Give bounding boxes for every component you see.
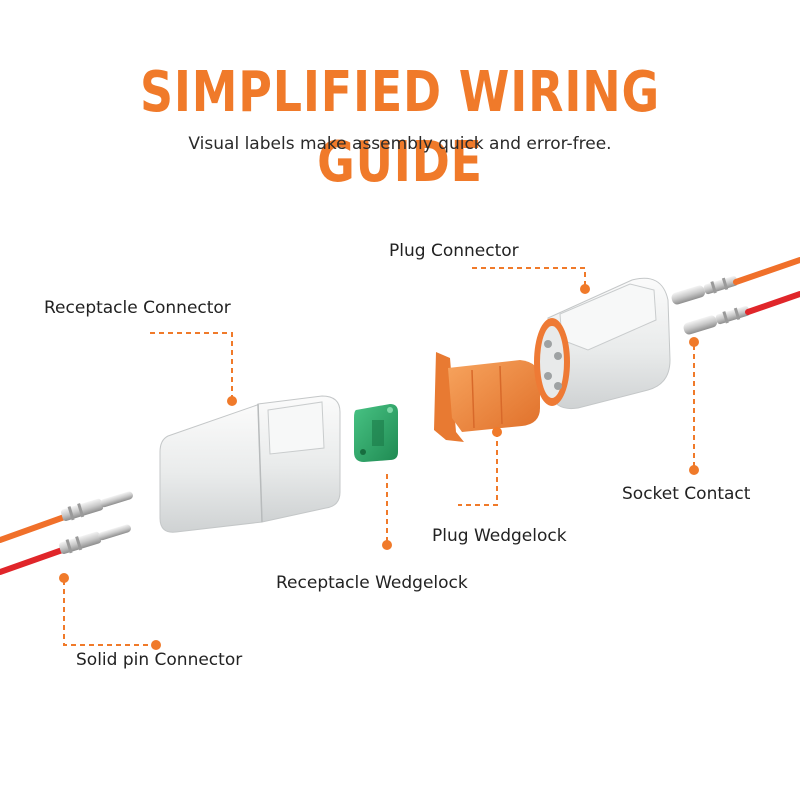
plug-wedgelock	[434, 352, 540, 442]
label-receptacle-connector: Receptacle Connector	[44, 298, 231, 318]
label-socket-contact: Socket Contact	[622, 484, 751, 504]
label-plug-wedgelock: Plug Wedgelock	[432, 526, 567, 546]
socket-contact-group	[671, 257, 800, 335]
page-title: SIMPLIFIED WIRING GUIDE	[139, 60, 661, 195]
leader-dot-receptacle-connector	[227, 396, 237, 406]
leader-receptacle-connector	[150, 332, 233, 398]
solid-pin-top	[60, 491, 133, 521]
leader-dot-socket-contact-top	[689, 337, 699, 347]
label-receptacle-wedgelock: Receptacle Wedgelock	[276, 573, 468, 593]
right-wire-orange	[733, 257, 800, 285]
receptacle-wedgelock	[354, 404, 398, 462]
leader-dot-plug-wedgelock	[492, 427, 502, 437]
leader-dot-solid-pin-bottom	[151, 640, 161, 650]
leader-dot-solid-pin-top	[59, 573, 69, 583]
left-wire-red	[0, 545, 71, 575]
leader-solid-pin	[63, 580, 156, 646]
plug-connector-housing	[534, 277, 671, 410]
socket-contact-bottom	[683, 306, 750, 335]
leader-dot-plug-connector	[580, 284, 590, 294]
leader-dot-receptacle-wedgelock	[382, 540, 392, 550]
leader-plug-connector	[472, 267, 586, 286]
leader-plug-wedgelock	[458, 432, 498, 506]
left-wire-orange	[0, 512, 73, 543]
label-solid-pin-connector: Solid pin Connector	[76, 650, 243, 670]
page-subtitle: Visual labels make assembly quick and er…	[188, 134, 612, 154]
right-wire-red	[745, 291, 800, 315]
solid-pin-bottom	[58, 524, 131, 554]
label-plug-connector: Plug Connector	[389, 241, 519, 261]
receptacle-connector-housing	[159, 395, 341, 533]
socket-contact-top	[671, 276, 738, 305]
solid-pin-connector-group	[0, 491, 133, 575]
leader-dot-socket-contact-bottom	[689, 465, 699, 475]
